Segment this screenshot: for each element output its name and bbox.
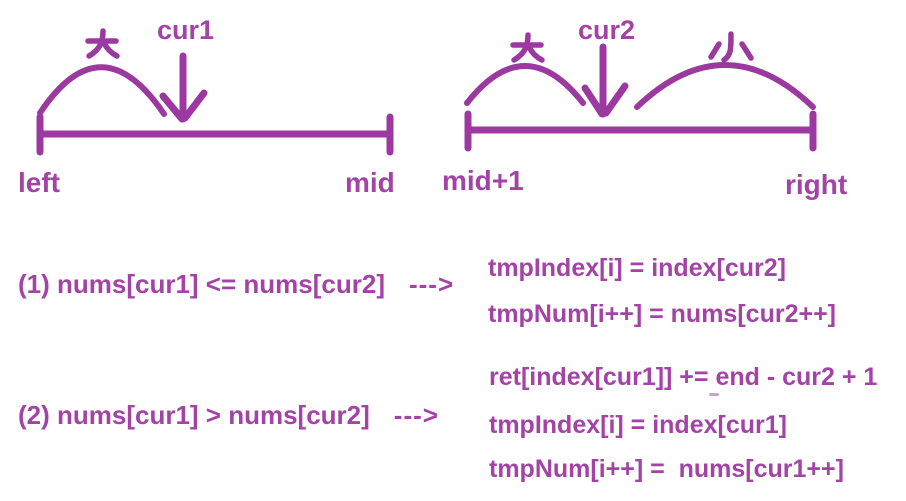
right-endpoint-label: right: [785, 169, 848, 200]
right-segment-sketch: [464, 31, 817, 152]
case2-result-line-3: tmpNum[i++] = nums[cur1++]: [489, 455, 844, 483]
xiao-center-hook-stroke: [721, 31, 734, 63]
right-arc-big: [464, 63, 586, 106]
case2-result-line-2: tmpIndex[i] = index[cur1]: [489, 411, 787, 439]
case2-condition: (2) nums[cur1] > nums[cur2]: [18, 400, 370, 430]
arrow-right-wing: [181, 89, 208, 122]
xiao-left-dot-stroke: [708, 41, 722, 60]
char-xiao-icon: [708, 31, 754, 63]
arrow-left-wing: [581, 84, 606, 118]
case1-result-line-2: tmpNum[i++] = nums[cur2++]: [488, 300, 836, 328]
case1-condition: (1) nums[cur1] <= nums[cur2]: [18, 269, 385, 299]
arrow-right-wing: [602, 82, 629, 117]
left-endpoint-label: left: [18, 167, 60, 198]
da-right-sweep-stroke: [101, 40, 120, 59]
da-left-sweep-stroke: [511, 32, 531, 63]
cur1-label: cur1: [157, 15, 215, 45]
case1-result-line-1: tmpIndex[i] = index[cur2]: [488, 254, 786, 282]
cur2-label: cur2: [578, 15, 636, 45]
stray-dash-mark: [709, 393, 719, 396]
case2-condition-row: (2) nums[cur1] > nums[cur2] --->: [18, 402, 439, 428]
xiao-right-dot-stroke: [739, 41, 754, 61]
case2-implies-arrow: --->: [393, 400, 439, 430]
case1-condition-row: (1) nums[cur1] <= nums[cur2] --->: [18, 271, 454, 297]
left-arc: [37, 64, 167, 117]
arrow-left-wing: [159, 92, 186, 123]
right-arc-small: [634, 62, 816, 110]
mid-endpoint-label: mid: [345, 167, 395, 198]
char-da-icon: [85, 28, 120, 59]
da-left-sweep-stroke: [86, 28, 106, 59]
cur1-arrow-icon: [159, 52, 208, 123]
case1-implies-arrow: --->: [408, 269, 455, 299]
left-segment-sketch: [36, 28, 394, 156]
mid-plus-1-endpoint-label: mid+1: [442, 165, 524, 196]
char-da-icon: [510, 32, 545, 63]
cur2-arrow-icon: [581, 43, 629, 118]
da-right-sweep-stroke: [526, 44, 545, 63]
case2-result-line-1: ret[index[cur1]] += end - cur2 + 1: [489, 363, 878, 391]
